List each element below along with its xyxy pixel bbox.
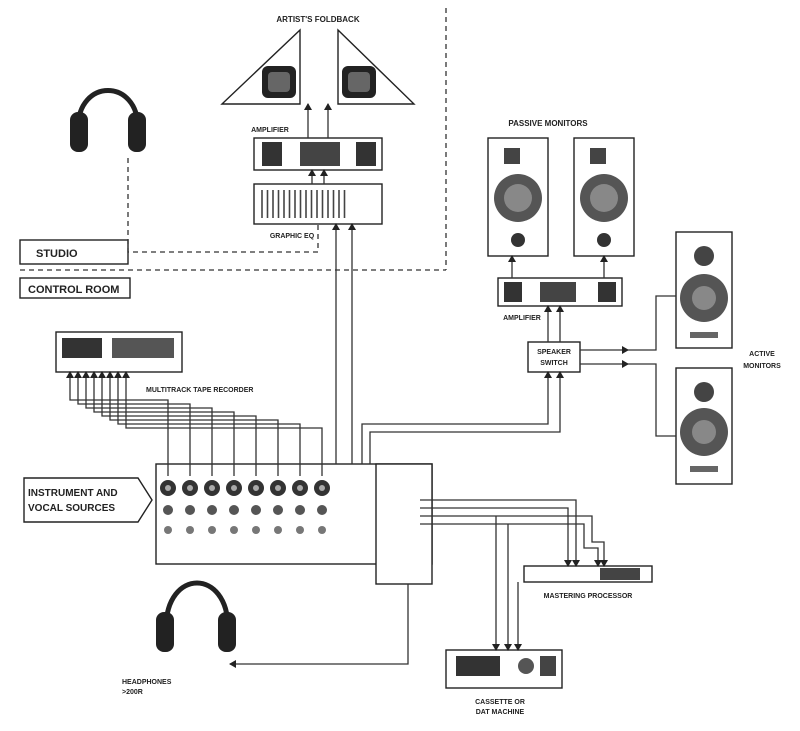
channel-jack-input: [273, 505, 283, 515]
foldback-amplifier: [253, 137, 383, 171]
room-divider: [20, 8, 447, 271]
multitrack-recorder: [55, 331, 183, 373]
channel-jack-input: [295, 505, 305, 515]
speaker-switch: [527, 341, 581, 373]
studio-label: STUDIO: [36, 248, 78, 260]
wire-to-active-top: [628, 295, 676, 351]
channel-jack-input: [185, 505, 195, 515]
cassette-label-1: CASSETTE OR: [475, 699, 525, 706]
passive-monitor-left: [487, 137, 549, 257]
wire-tape-track: [114, 371, 301, 476]
monitor-amplifier: [497, 277, 623, 307]
wire-tape-track: [74, 371, 191, 476]
active-monitor-bottom: [675, 367, 733, 485]
wire-tape-track: [122, 371, 323, 476]
instrument-label-1: INSTRUMENT AND: [28, 488, 118, 499]
channel-xlr-pin: [319, 485, 325, 491]
wire-tape-track: [98, 371, 257, 476]
wire-monitor-out-2: [369, 371, 564, 464]
channel-xlr-pin: [297, 485, 303, 491]
wire-tape-track: [82, 371, 213, 476]
foldback-speaker-right: [337, 28, 416, 105]
speaker-switch-label-2: SWITCH: [540, 360, 568, 367]
studio-label-box: [19, 239, 129, 265]
headphones-label-1: HEADPHONES: [122, 679, 172, 686]
studio-headphone-feed: [127, 158, 319, 253]
channel-jack-input: [207, 505, 217, 515]
multitrack-label: MULTITRACK TAPE RECORDER: [146, 387, 253, 394]
channel-jack-input: [251, 505, 261, 515]
cassette-dat-machine: [445, 649, 563, 689]
channel-xlr-pin: [253, 485, 259, 491]
active-monitors-label-1: ACTIVE: [749, 351, 775, 358]
graphic-eq: [253, 183, 383, 225]
passive-monitor-right: [573, 137, 635, 257]
wire-tape-track: [66, 371, 169, 476]
wire-to-active-bottom: [628, 363, 676, 437]
wire-to-mastering-1: [420, 499, 580, 567]
cassette-label-2: DAT MACHINE: [476, 709, 525, 716]
wire-tape-track: [106, 371, 279, 476]
mixing-desk: [155, 463, 433, 585]
channel-xlr-pin: [231, 485, 237, 491]
wire-to-mastering-4: [420, 523, 602, 567]
channel-knob: [186, 526, 194, 534]
channel-jack-input: [163, 505, 173, 515]
channel-knob: [252, 526, 260, 534]
wire-phones-out: [229, 584, 409, 668]
channel-xlr-pin: [165, 485, 171, 491]
channel-xlr-pin: [187, 485, 193, 491]
studio-headphones: [70, 88, 146, 152]
signal-wiring: [66, 103, 676, 668]
artists-foldback-label: ARTIST'S FOLDBACK: [276, 15, 359, 24]
active-monitor-top: [675, 231, 733, 349]
channel-xlr-pin: [275, 485, 281, 491]
wire-monitor-out-1: [361, 371, 552, 464]
channel-knob: [296, 526, 304, 534]
active-monitors-label-2: MONITORS: [743, 363, 781, 370]
wire-tape-track: [90, 371, 235, 476]
instrument-sources-arrow: [23, 477, 153, 523]
channel-jack-input: [317, 505, 327, 515]
channel-knob: [230, 526, 238, 534]
speaker-switch-label-1: SPEAKER: [537, 349, 571, 356]
passive-monitors-label: PASSIVE MONITORS: [508, 119, 588, 128]
mastering-processor: [523, 565, 653, 583]
wire-to-mastering-2: [420, 507, 572, 567]
channel-jack-input: [229, 505, 239, 515]
control-room-label-box: [19, 277, 131, 299]
headphones-label-2: >200R: [122, 689, 143, 696]
foldback-speaker-left: [220, 28, 301, 105]
mastering-label: MASTERING PROCESSOR: [544, 593, 633, 600]
amplifier-top-label: AMPLIFIER: [251, 127, 289, 134]
control-room-label: CONTROL ROOM: [28, 284, 119, 296]
channel-knob: [318, 526, 326, 534]
channel-knob: [274, 526, 282, 534]
instrument-label-2: VOCAL SOURCES: [28, 503, 115, 514]
channel-knob: [208, 526, 216, 534]
graphic-eq-label: GRAPHIC EQ: [270, 233, 315, 240]
control-room-headphones: [156, 580, 236, 652]
channel-knob: [164, 526, 172, 534]
wire-to-mastering-3: [420, 515, 608, 567]
amplifier-right-label: AMPLIFIER: [503, 315, 541, 322]
channel-xlr-pin: [209, 485, 215, 491]
